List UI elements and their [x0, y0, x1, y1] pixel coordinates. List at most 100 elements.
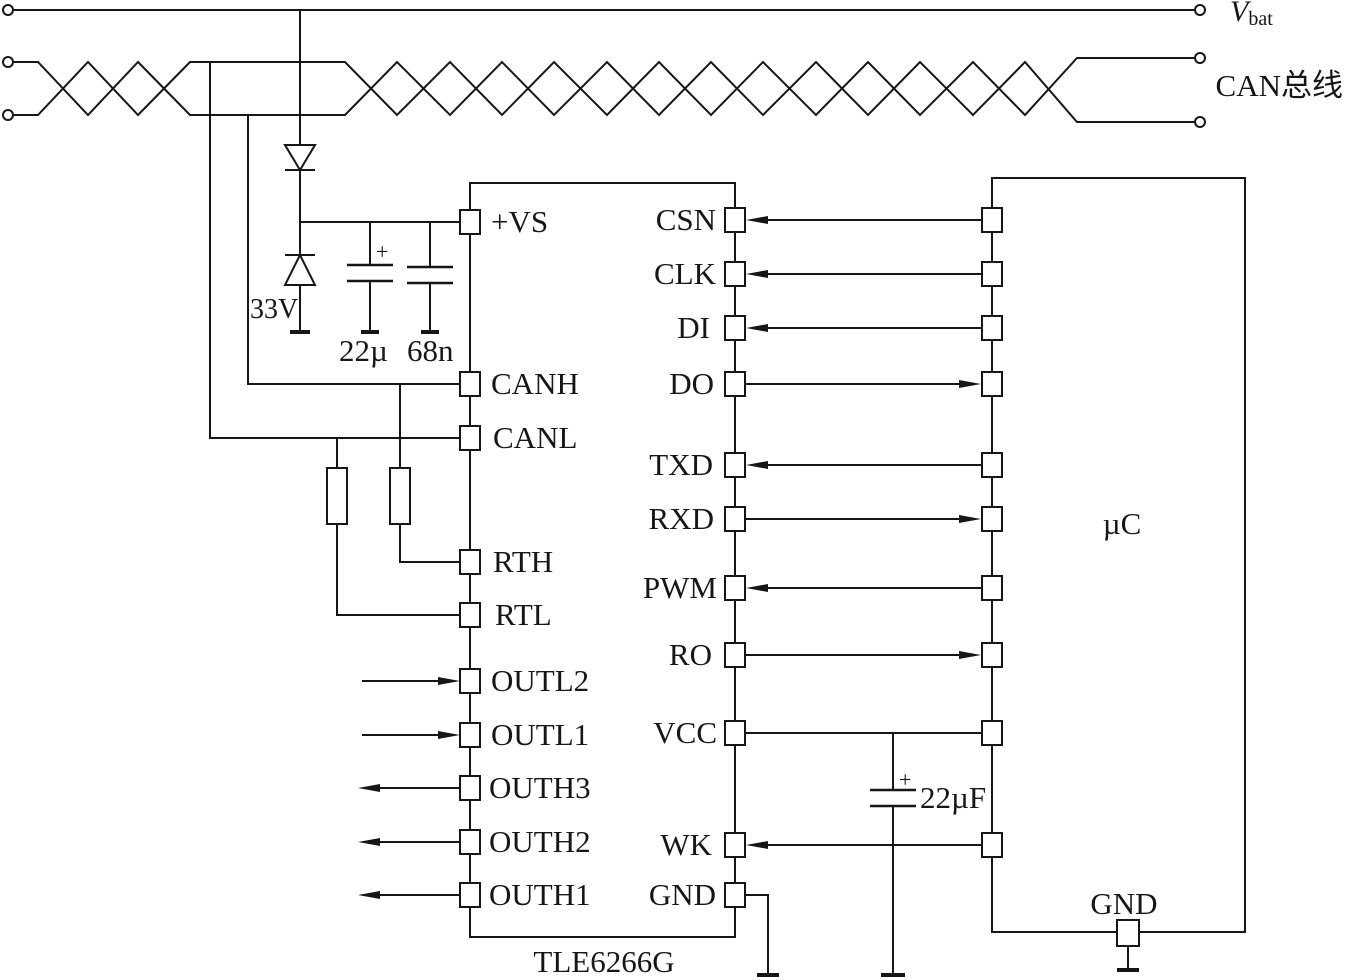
pin-label-wk: WK	[660, 827, 712, 862]
mcu-pin-clk	[981, 261, 1003, 287]
pin-outh3	[459, 775, 481, 801]
reverse-polarity-diode	[283, 144, 317, 172]
pin-rtl	[459, 602, 481, 628]
pin-label-vs: +VS	[491, 204, 548, 239]
pin-label-canh: CANH	[491, 366, 579, 401]
pin-label-rtl: RTL	[495, 597, 552, 632]
transceiver-io-arrows	[358, 677, 460, 899]
mcu-pin-gnd	[1116, 919, 1140, 947]
decoupling-cap-polarity-mark: +	[899, 767, 911, 792]
mcu-pin-pwm	[981, 575, 1003, 601]
pin-label-vcc: VCC	[653, 715, 717, 750]
pin-canh	[459, 371, 481, 397]
mcu-pin-csn	[981, 207, 1003, 233]
pin-label-outh3: OUTH3	[489, 770, 591, 805]
pin-label-pwm: PWM	[643, 570, 717, 605]
pin-label-do: DO	[669, 366, 714, 401]
pin-label-csn: CSN	[656, 202, 716, 237]
di-arrowhead	[746, 324, 768, 332]
mcu-pin-do	[981, 371, 1003, 397]
vbat-supply: Vbat	[2, 0, 1273, 30]
pin-label-rxd: RXD	[649, 501, 714, 536]
pin-label-outh2: OUTH2	[489, 824, 591, 859]
pin-do	[724, 371, 746, 397]
can-bus-right-terminal-top	[1194, 52, 1206, 64]
vcc-decoupling: + 22µF	[870, 733, 986, 977]
can-bus-left-terminal-bottom	[2, 109, 14, 121]
mcu-pin-vcc	[981, 720, 1003, 746]
supply-protection: 33V + 22µ 68n	[250, 10, 460, 368]
pin-csn	[724, 207, 746, 233]
pin-label-clk: CLK	[654, 256, 717, 291]
mcu-pin-rxd	[981, 506, 1003, 532]
vbat-left-terminal	[2, 4, 14, 16]
filter-cap-value-label: 68n	[407, 333, 454, 368]
outl1-arrowhead	[438, 731, 460, 739]
csn-arrowhead	[746, 216, 768, 224]
pin-rth	[459, 549, 481, 575]
outl2-arrowhead	[438, 677, 460, 685]
mcu-pin-wk	[981, 832, 1003, 858]
pin-vs	[459, 209, 481, 235]
can-bus-right-terminal-bottom	[1194, 116, 1206, 128]
rxd-arrowhead	[959, 515, 981, 523]
decoupling-cap-value-label: 22µF	[920, 780, 986, 815]
rtl-pin-wire	[336, 524, 460, 616]
can-bus-taps	[209, 62, 460, 439]
pin-label-outl2: OUTL2	[491, 663, 589, 698]
pin-label-txd: TXD	[649, 447, 713, 482]
mcu-body	[991, 177, 1246, 933]
clk-arrowhead	[746, 270, 768, 278]
microcontroller: µC GND	[981, 177, 1246, 972]
chip-mcu-signals	[745, 216, 982, 849]
mcu-pin-ro	[981, 642, 1003, 668]
pin-rxd	[724, 506, 746, 532]
pin-vcc	[724, 720, 746, 746]
pin-label-di: DI	[677, 310, 710, 345]
outh1-arrowhead	[358, 891, 380, 899]
vbat-label: Vbat	[1230, 0, 1273, 30]
pin-clk	[724, 261, 746, 287]
transceiver-ground-wire	[745, 894, 769, 975]
pwm-arrowhead	[746, 584, 768, 592]
can-bus-left-terminal-top	[2, 56, 14, 68]
pin-label-outh1: OUTH1	[489, 877, 591, 912]
pin-label-canl: CANL	[493, 420, 577, 455]
zener-voltage-label: 33V	[250, 294, 298, 325]
can-bus-label: CAN总线	[1216, 68, 1343, 103]
zener-diode	[283, 252, 317, 286]
mcu-name-label: µC	[1103, 506, 1142, 541]
pin-di	[724, 315, 746, 341]
pin-outh2	[459, 829, 481, 855]
pin-label-outl1: OUTL1	[491, 717, 589, 752]
termination-resistors	[326, 384, 460, 616]
pin-outl2	[459, 668, 481, 694]
rth-pin-wire	[399, 524, 460, 563]
rth-termination-resistor	[389, 467, 411, 525]
mcu-gnd-label: GND	[1090, 886, 1157, 921]
wk-arrowhead	[746, 841, 768, 849]
canh-bus-tap-wire	[247, 115, 460, 385]
pin-label-gnd: GND	[649, 877, 716, 912]
pin-label-ro: RO	[669, 637, 712, 672]
can-bus-wire-b	[13, 57, 1195, 117]
pin-ro	[724, 642, 746, 668]
pin-txd	[724, 452, 746, 478]
outh2-arrowhead	[358, 838, 380, 846]
pin-wk	[724, 832, 746, 858]
can-bus-wire-a	[13, 60, 1195, 123]
pin-canl	[459, 425, 481, 451]
mcu-pin-di	[981, 315, 1003, 341]
mcu-pin-txd	[981, 452, 1003, 478]
pin-label-rth: RTH	[493, 544, 553, 579]
canl-bus-tap-wire	[209, 62, 460, 439]
vbat-right-terminal	[1194, 4, 1206, 16]
outh3-arrowhead	[358, 784, 380, 792]
pin-pwm	[724, 575, 746, 601]
pin-outh1	[459, 882, 481, 908]
pin-gnd	[724, 882, 746, 908]
transceiver-part-number: TLE6266G	[533, 944, 674, 979]
transceiver-chip: +VS CANH CANL RTH RTL OUTL2 OUTL1 OUTH3 …	[459, 182, 779, 979]
can-bus: CAN总线	[2, 52, 1343, 128]
